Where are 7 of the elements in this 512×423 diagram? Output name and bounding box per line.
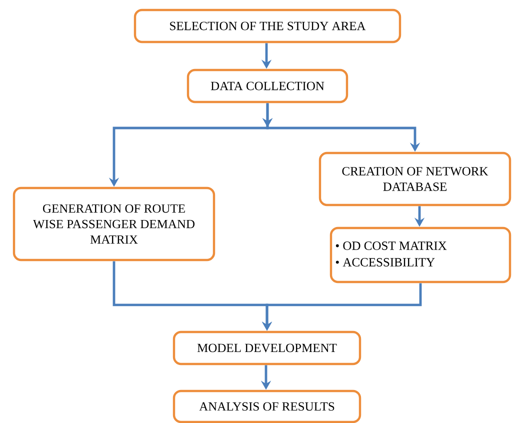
process-box: SELECTION OF THE STUDY AREA	[134, 8, 402, 44]
process-box: DATA COLLECTION	[186, 68, 348, 104]
process-box: CREATION OF NETWORK DATABASE	[318, 152, 512, 206]
process-box: • OD COST MATRIX • ACCESSIBILITY	[330, 226, 512, 284]
process-box: MODEL DEVELOPMENT	[172, 330, 362, 366]
process-box: GENERATION OF ROUTE WISE PASSENGER DEMAND MATRIX	[12, 186, 216, 262]
process-box: ANALYSIS OF RESULTS	[172, 390, 362, 423]
